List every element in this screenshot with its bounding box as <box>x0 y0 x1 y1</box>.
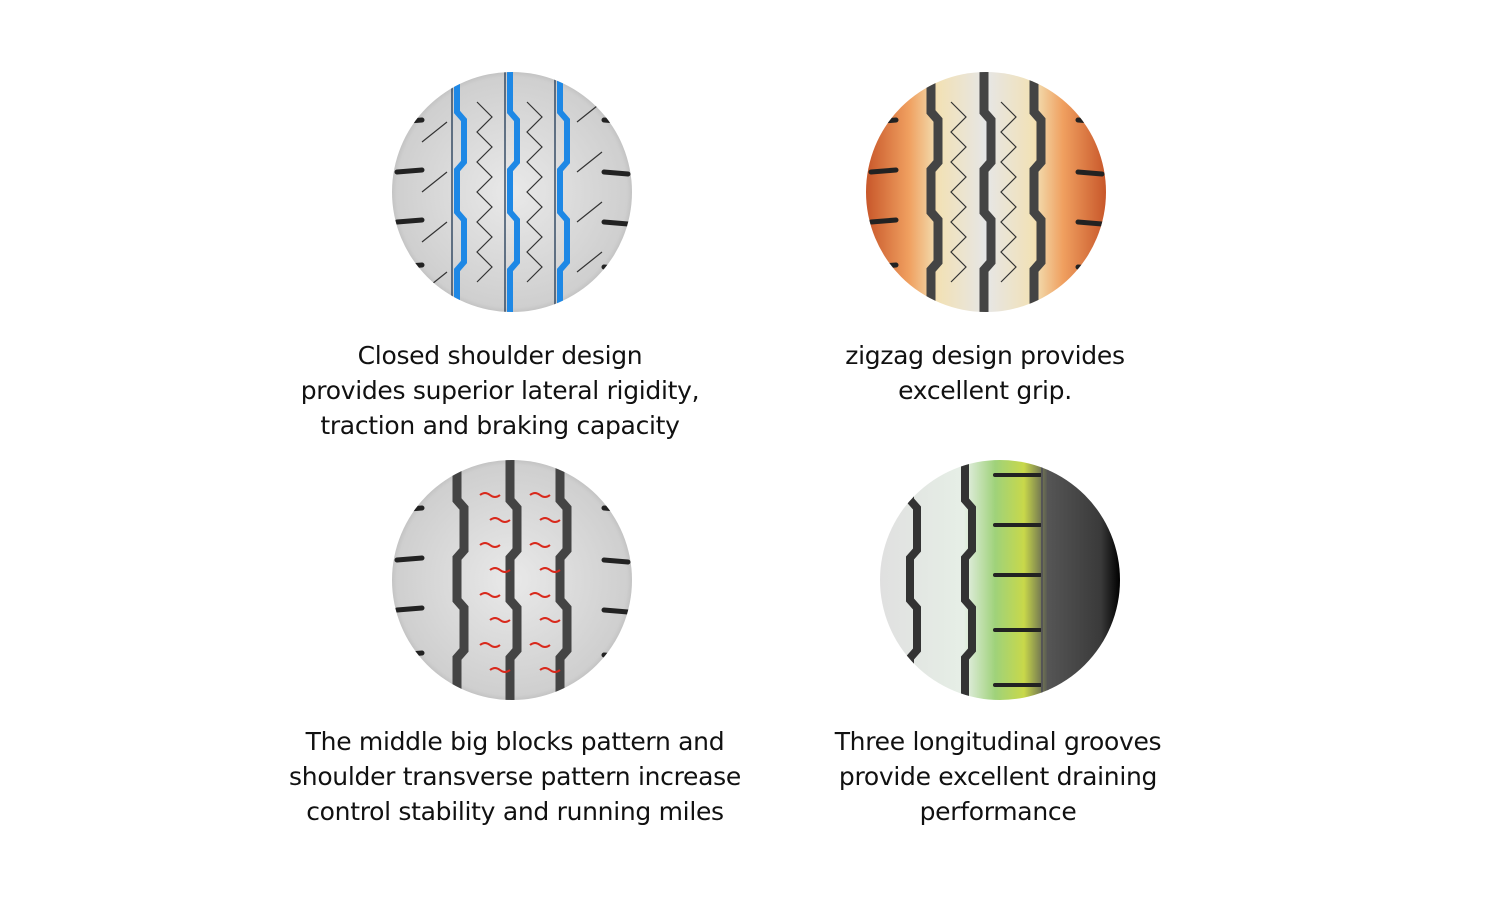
tread-image-closed-shoulder <box>392 72 632 312</box>
tire-tread-icon <box>392 460 632 700</box>
feature-caption-closed-shoulder: Closed shoulder design provides superior… <box>285 338 715 443</box>
caption-line: excellent grip. <box>898 376 1072 405</box>
tire-tread-icon <box>880 460 1120 700</box>
caption-line: Three longitudinal grooves <box>834 727 1162 756</box>
caption-line: zigzag design provides <box>845 341 1125 370</box>
caption-line: provide excellent draining <box>838 762 1158 791</box>
caption-line: Closed shoulder design <box>357 341 643 370</box>
tire-tread-icon <box>866 72 1106 312</box>
caption-line: shoulder transverse pattern increase <box>289 762 741 791</box>
caption-line: traction and braking capacity <box>320 411 680 440</box>
caption-line: control stability and running miles <box>306 797 724 826</box>
caption-line: provides superior lateral rigidity, <box>300 376 700 405</box>
tread-image-big-blocks <box>392 460 632 700</box>
feature-caption-big-blocks: The middle big blocks pattern and should… <box>280 724 750 829</box>
feature-caption-three-grooves: Three longitudinal grooves provide excel… <box>798 724 1198 829</box>
tread-image-three-grooves <box>880 460 1120 700</box>
tire-tread-icon <box>392 72 632 312</box>
caption-line: performance <box>919 797 1077 826</box>
tread-image-zigzag <box>866 72 1106 312</box>
feature-caption-zigzag: zigzag design provides excellent grip. <box>785 338 1185 408</box>
caption-line: The middle big blocks pattern and <box>305 727 725 756</box>
